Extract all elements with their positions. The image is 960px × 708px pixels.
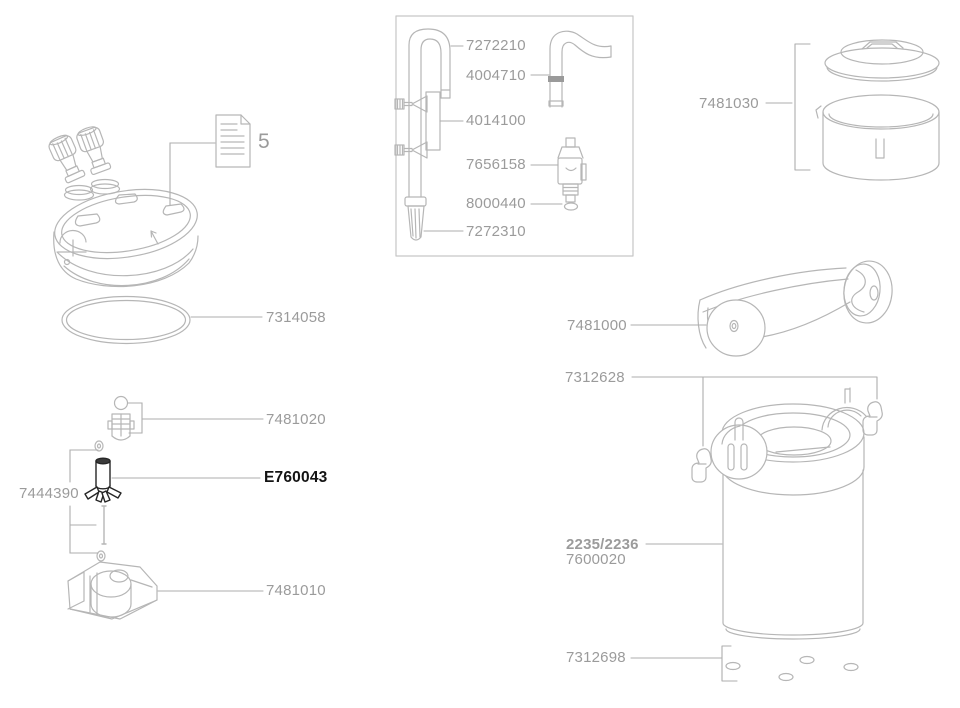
tap-valve-drawing — [557, 137, 587, 203]
collar-clip-drawing — [710, 417, 768, 480]
part-label-8000440: 8000440 — [466, 195, 526, 212]
small-oring-drawing — [563, 202, 579, 211]
media-container-drawing — [815, 39, 940, 181]
clips-drawing — [691, 401, 883, 483]
accessories-box-drawing — [394, 15, 634, 257]
impeller-drawing — [84, 457, 122, 503]
part-label-7481010: 7481010 — [266, 582, 326, 599]
rubber-feet-drawing — [725, 655, 859, 682]
shaft-bushings-drawing — [94, 440, 107, 562]
part-label-7481020: 7481020 — [266, 411, 326, 428]
document-icon — [215, 114, 251, 168]
pump-cover-drawing — [67, 561, 158, 620]
canister-drawing — [710, 387, 867, 682]
part-label-7272210: 7272210 — [466, 37, 526, 54]
outflow-elbow-drawing — [548, 30, 612, 108]
part-label-7481030: 7481030 — [699, 95, 759, 112]
note-number-label: 5 — [258, 130, 270, 153]
part-label-4004710: 4004710 — [466, 67, 526, 84]
part-label-7444390: 7444390 — [19, 485, 79, 502]
carry-handle-drawing — [697, 260, 893, 357]
part-label-4014100: 4014100 — [466, 112, 526, 129]
part-label-2235-2236: 2235/2236 — [566, 536, 639, 553]
filter-head-drawing — [48, 126, 199, 288]
head-oring-drawing — [61, 295, 191, 345]
part-label-7656158: 7656158 — [466, 156, 526, 173]
part-label-7272310: 7272310 — [466, 223, 526, 240]
part-label-7312698: 7312698 — [566, 649, 626, 666]
part-label-7312628: 7312628 — [565, 369, 625, 386]
intake-pipe-drawing — [394, 28, 451, 241]
part-label-7600020: 7600020 — [566, 551, 626, 568]
leader-lines — [69, 43, 878, 682]
part-label-7314058: 7314058 — [266, 309, 326, 326]
back-clip-drawing — [821, 387, 867, 431]
part-label-7481000: 7481000 — [567, 317, 627, 334]
part-label-E760043: E760043 — [264, 469, 328, 486]
